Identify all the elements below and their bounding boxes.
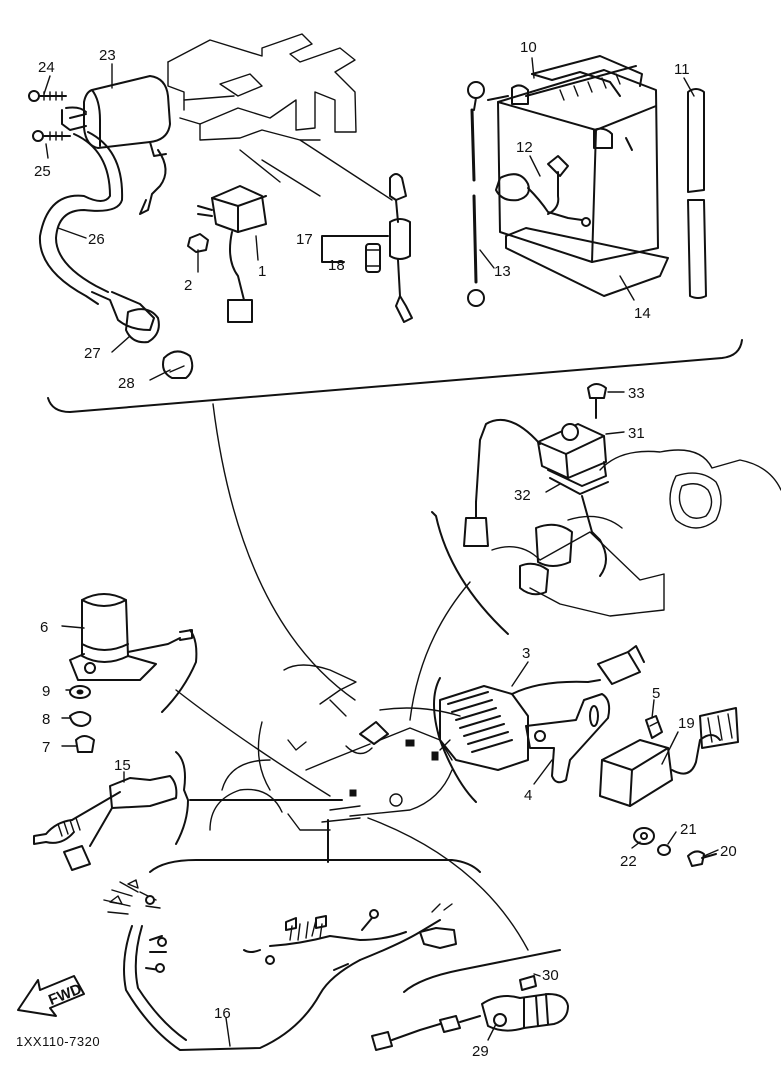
breather-hose bbox=[687, 88, 707, 299]
callout-25: 25 bbox=[34, 163, 51, 180]
callout-27: 27 bbox=[84, 345, 101, 362]
rectifier-regulator bbox=[439, 645, 645, 771]
ignition-coil bbox=[61, 75, 171, 215]
harness-route-detail bbox=[321, 721, 439, 823]
upper-right-leader bbox=[409, 581, 471, 721]
nut bbox=[187, 233, 209, 253]
vehicle-silhouette bbox=[209, 664, 461, 831]
callout-19: 19 bbox=[678, 715, 695, 732]
bolt-7 bbox=[75, 735, 95, 753]
solenoid-leader bbox=[175, 689, 331, 797]
diagram-reference-code: 1XX110-7320 bbox=[16, 1034, 100, 1049]
fuse bbox=[365, 243, 381, 273]
switch-group-bracket bbox=[175, 751, 189, 845]
callout-32: 32 bbox=[514, 487, 531, 504]
callout-22: 22 bbox=[620, 853, 637, 870]
collar-22 bbox=[633, 827, 655, 845]
callout-14: 14 bbox=[634, 305, 651, 322]
battery-cable bbox=[495, 155, 591, 227]
lock-washer-8 bbox=[69, 711, 92, 727]
callout-numbers: 23 24 25 26 2 1 17 18 10 11 12 13 14 27 … bbox=[34, 39, 737, 1060]
bottom-right-bracket bbox=[403, 949, 561, 993]
callout-29: 29 bbox=[472, 1043, 489, 1060]
fuse-holder bbox=[389, 173, 413, 323]
screw-5 bbox=[645, 715, 663, 739]
bolt-20 bbox=[687, 850, 717, 867]
starter-solenoid bbox=[69, 593, 193, 681]
fwd-arrow-icon: FWD bbox=[17, 975, 85, 1017]
bolt-33 bbox=[587, 383, 607, 419]
callout-2: 2 bbox=[184, 277, 192, 294]
callout-24: 24 bbox=[38, 59, 55, 76]
callout-31: 31 bbox=[628, 425, 645, 442]
callout-11: 11 bbox=[674, 61, 690, 78]
battery-pad bbox=[505, 227, 669, 297]
spark-plug-lead bbox=[38, 131, 155, 331]
callout-18: 18 bbox=[328, 257, 345, 274]
battery bbox=[487, 55, 659, 263]
callout-26: 26 bbox=[88, 231, 105, 248]
washer-21 bbox=[657, 844, 671, 856]
callout-17: 17 bbox=[296, 231, 313, 248]
callout-15: 15 bbox=[114, 757, 131, 774]
battery-band bbox=[467, 81, 485, 307]
plug-cap bbox=[125, 308, 160, 344]
cdi-unit bbox=[599, 707, 739, 807]
callout-23: 23 bbox=[99, 47, 116, 64]
callout-28: 28 bbox=[118, 375, 135, 392]
wire-harness bbox=[103, 879, 457, 1051]
callout-9: 9 bbox=[42, 683, 50, 700]
bottom-right-leader bbox=[367, 817, 529, 951]
callout-3: 3 bbox=[522, 645, 530, 662]
screw-25 bbox=[32, 130, 71, 142]
screw-30 bbox=[519, 975, 537, 991]
upper-right-group-bracket bbox=[431, 511, 509, 635]
neutral-switch-29 bbox=[371, 993, 569, 1051]
callout-10: 10 bbox=[520, 39, 537, 56]
callout-16: 16 bbox=[214, 1005, 231, 1022]
callout-20: 20 bbox=[720, 843, 737, 860]
callout-7: 7 bbox=[42, 739, 50, 756]
callout-33: 33 bbox=[628, 385, 645, 402]
rectifier-group-bracket bbox=[433, 677, 477, 803]
callout-4: 4 bbox=[524, 787, 532, 804]
engine-outline-upper-right bbox=[491, 449, 781, 617]
callout-1: 1 bbox=[258, 263, 266, 280]
callout-5: 5 bbox=[652, 685, 660, 702]
starter-relay bbox=[197, 185, 267, 323]
callout-13: 13 bbox=[494, 263, 511, 280]
mounting-bracket bbox=[525, 693, 611, 784]
callout-30: 30 bbox=[542, 967, 559, 984]
battery-box-frame bbox=[167, 33, 393, 201]
solenoid-group-bracket bbox=[161, 629, 198, 713]
spark-plug bbox=[162, 350, 194, 379]
top-to-body-leader bbox=[212, 403, 356, 701]
callout-leaders bbox=[43, 57, 719, 1047]
harness-group-bracket bbox=[149, 859, 481, 873]
screw-24 bbox=[28, 90, 67, 102]
callout-12: 12 bbox=[516, 139, 533, 156]
callout-8: 8 bbox=[42, 711, 50, 728]
washer-9 bbox=[69, 685, 91, 699]
top-group-bracket bbox=[47, 339, 743, 413]
neutral-switch-assembly bbox=[463, 419, 609, 596]
callout-6: 6 bbox=[40, 619, 48, 636]
callout-bracket-17-18 bbox=[321, 235, 389, 263]
main-switch bbox=[33, 775, 178, 871]
callout-21: 21 bbox=[680, 821, 697, 838]
